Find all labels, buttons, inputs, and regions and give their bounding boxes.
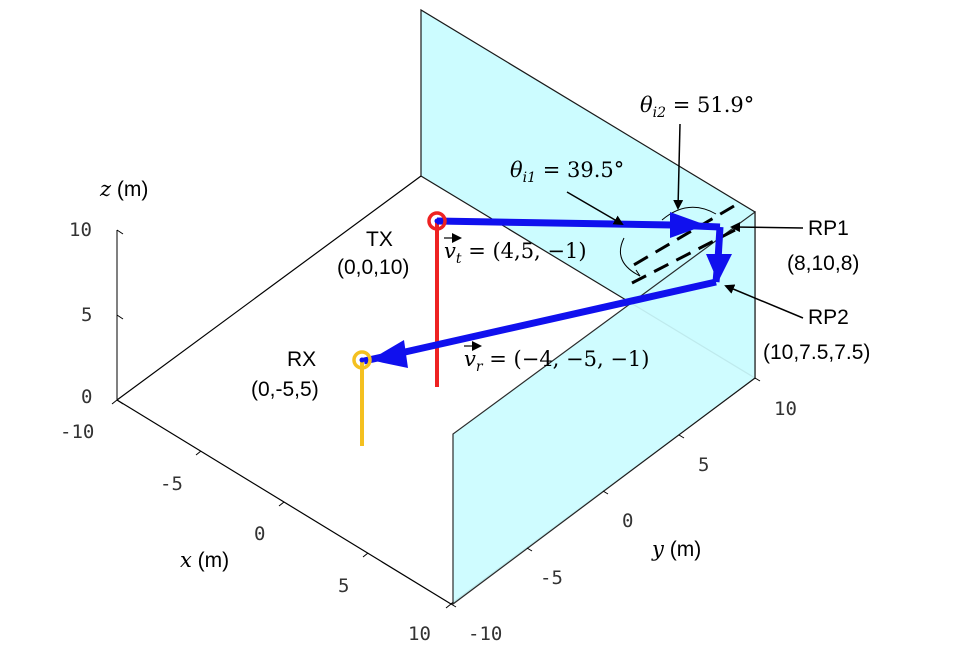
side-wall <box>452 210 756 606</box>
x-tick-neg10: -10 <box>60 421 94 443</box>
y-tick-10: 10 <box>774 398 797 420</box>
z-axis <box>116 229 124 405</box>
rp1-coords: (8,10,8) <box>787 252 859 275</box>
z-axis-label: z (m) <box>99 177 148 201</box>
vr-label: vr = (−4, −5, −1) <box>464 347 649 375</box>
tx-marker <box>427 211 447 231</box>
y-tick-5: 5 <box>698 454 709 476</box>
x-axis-label: x (m) <box>180 548 229 572</box>
rp2-coords: (10,7.5,7.5) <box>763 341 870 364</box>
x-axis-ticks <box>111 399 452 609</box>
theta-i1-callout-arrow <box>566 191 624 226</box>
ray-arrow-3 <box>370 340 408 368</box>
vr-label-group: vr = (−4, −5, −1) <box>464 341 649 375</box>
y-tick-0: 0 <box>622 510 633 532</box>
rp1-callout-arrow <box>730 222 804 233</box>
rp2-callout-arrow <box>724 284 804 319</box>
tx-marker-center <box>434 218 440 224</box>
z-tick-0: 0 <box>81 386 92 408</box>
y-tick-neg10: -10 <box>468 623 502 645</box>
rx-marker-center <box>359 357 365 363</box>
theta-i1-label: θi1 = 39.5° <box>510 158 624 186</box>
z-tick-10: 10 <box>69 219 92 241</box>
z-tick-5: 5 <box>81 304 92 326</box>
theta-i1-arc <box>620 237 641 277</box>
ray-arrow-1 <box>670 212 706 238</box>
theta-i1-arc-mark <box>635 269 641 277</box>
x-tick-5: 5 <box>338 575 349 597</box>
x-tick-0: 0 <box>254 523 265 545</box>
x-tick-neg5: -5 <box>160 473 183 495</box>
vt-label: vt = (4,5, −1) <box>444 239 587 267</box>
theta-i2-label: θi2 = 51.9° <box>640 93 754 121</box>
y-axis-label: y (m) <box>651 537 701 561</box>
x-tick-10: 10 <box>408 623 431 645</box>
theta-i2-callout-arrow <box>673 123 684 210</box>
ray-arrow-2 <box>706 254 732 282</box>
rx-coords: (0,-5,5) <box>251 378 319 401</box>
rx-label: RX <box>287 348 316 371</box>
vt-label-group: vt = (4,5, −1) <box>444 233 587 267</box>
y-tick-neg5: -5 <box>540 567 563 589</box>
y-axis-ticks <box>450 377 761 608</box>
rp2-label: RP2 <box>808 306 849 329</box>
tx-label: TX <box>366 228 393 251</box>
rp1-label: RP1 <box>808 217 849 240</box>
theta-i2-arc <box>661 206 717 221</box>
tx-coords: (0,0,10) <box>337 256 409 279</box>
rx-marker <box>352 350 372 370</box>
normal-lines <box>631 204 736 285</box>
